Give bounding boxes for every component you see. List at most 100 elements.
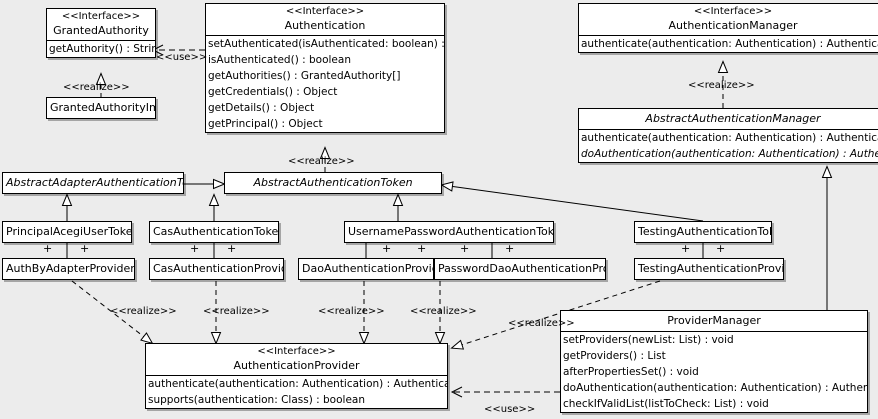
class-abstract-adapter-authentication-token[interactable]: AbstractAdapterAuthenticationToken (2, 172, 184, 194)
operation-row: setProviders(newList: List) : void (563, 334, 734, 346)
class-header: PasswordDaoAuthenticationProvider (435, 259, 605, 279)
edge-label-realize-abstractauthenticationmanager: <<realize>> (688, 80, 755, 91)
operation-row: authenticate(authentication: Authenticat… (581, 38, 878, 50)
class-header: AbstractAuthenticationManager (579, 109, 878, 129)
class-name: DaoAuthenticationProvider (302, 262, 433, 275)
operation-row: isAuthenticated() : boolean (208, 54, 351, 66)
class-authentication-manager[interactable]: <<Interface>> AuthenticationManager auth… (578, 3, 878, 53)
class-name: PrincipalAcegiUserToken (6, 225, 131, 238)
operation-row: getAuthorities() : GrantedAuthority[] (208, 70, 401, 82)
class-name: AuthenticationManager (668, 19, 798, 32)
class-header: AuthByAdapterProvider (3, 259, 134, 279)
assoc-marker-plus: + (80, 242, 90, 255)
operations-compartment: authenticate(authentication: Authenticat… (579, 130, 878, 162)
class-header: TestingAuthenticationToken (635, 222, 771, 242)
section-divider (579, 35, 878, 36)
class-header: <<Interface>> Authentication (206, 4, 444, 35)
class-header: AbstractAdapterAuthenticationToken (3, 173, 183, 193)
edge-label-realize-abstractauthenticationtoken: <<realize>> (288, 156, 355, 167)
class-authentication[interactable]: <<Interface>> Authentication setAuthenti… (205, 3, 445, 133)
class-header: DaoAuthenticationProvider (299, 259, 433, 279)
class-header: GrantedAuthorityImpl (47, 98, 155, 118)
class-name: AbstractAuthenticationToken (253, 176, 413, 189)
operation-row: doAuthentication(authentication: Authent… (581, 148, 878, 160)
operation-row: supports(authentication: Class) : boolea… (148, 394, 365, 406)
edge-label-realize-passworddaoauthenticationprovider: <<realize>> (410, 306, 477, 317)
class-name: AuthenticationProvider (233, 359, 360, 372)
class-name: AuthByAdapterProvider (6, 262, 134, 275)
stereotype-label: <<Interface>> (693, 6, 773, 17)
section-divider (579, 129, 878, 130)
operations-compartment: authenticate(authentication: Authenticat… (146, 376, 447, 408)
stereotype-label: <<Interface>> (285, 6, 365, 17)
class-name: TestingAuthenticationProvider (638, 262, 783, 275)
class-granted-authority-impl[interactable]: GrantedAuthorityImpl (46, 97, 156, 119)
operations-compartment: authenticate(authentication: Authenticat… (579, 36, 878, 52)
operation-row: checkIfValidList(listToCheck: List) : vo… (563, 398, 769, 410)
operation-row: doAuthentication(authentication: Authent… (563, 382, 867, 394)
operation-row: getAuthority() : String (49, 43, 155, 55)
stereotype-label: <<Interface>> (257, 346, 336, 357)
edge-label-use-providermanager-authenticationprovider: <<use>> (484, 404, 536, 415)
section-divider (561, 331, 867, 332)
operation-row: getPrincipal() : Object (208, 118, 323, 130)
class-auth-by-adapter-provider[interactable]: AuthByAdapterProvider (2, 258, 135, 280)
assoc-marker-plus: + (505, 242, 515, 255)
edge-label-realize-daoauthenticationprovider: <<realize>> (318, 306, 385, 317)
class-principal-acegi-user-token[interactable]: PrincipalAcegiUserToken (2, 221, 132, 243)
operation-row: authenticate(authentication: Authenticat… (148, 378, 447, 390)
edge-label-use-authentication-grantedauthority: <<use>> (156, 52, 208, 63)
class-header: PrincipalAcegiUserToken (3, 222, 131, 242)
edge-label-realize-casauthenticationprovider: <<realize>> (203, 306, 270, 317)
class-provider-manager[interactable]: ProviderManager setProviders(newList: Li… (560, 310, 868, 413)
operations-compartment: setProviders(newList: List) : void getPr… (561, 332, 867, 412)
operation-row: afterPropertiesSet() : void (563, 366, 699, 378)
operation-row: getDetails() : Object (208, 102, 315, 114)
class-header: AbstractAuthenticationToken (225, 173, 441, 193)
class-header: <<Interface>> AuthenticationProvider (146, 344, 447, 375)
assoc-marker-plus: + (382, 242, 392, 255)
section-divider (146, 375, 447, 376)
class-name: ProviderManager (667, 314, 761, 327)
class-authentication-provider[interactable]: <<Interface>> AuthenticationProvider aut… (145, 343, 448, 409)
class-username-password-authentication-token[interactable]: UsernamePasswordAuthenticationToken (344, 221, 554, 243)
operation-row: setAuthenticated(isAuthenticated: boolea… (208, 38, 444, 50)
class-name: CasAuthenticationProvider (153, 262, 283, 275)
class-testing-authentication-token[interactable]: TestingAuthenticationToken (634, 221, 772, 243)
assoc-marker-plus: + (716, 242, 726, 255)
class-cas-authentication-token[interactable]: CasAuthenticationToken (149, 221, 279, 243)
assoc-marker-plus: + (460, 242, 470, 255)
edge-label-realize-testingauthenticationprovider: <<realize>> (508, 318, 575, 329)
class-name: UsernamePasswordAuthenticationToken (348, 225, 553, 238)
class-abstract-authentication-manager[interactable]: AbstractAuthenticationManager authentica… (578, 108, 878, 163)
class-dao-authentication-provider[interactable]: DaoAuthenticationProvider (298, 258, 434, 280)
class-header: CasAuthenticationProvider (150, 259, 283, 279)
class-granted-authority[interactable]: <<Interface>> GrantedAuthority getAuthor… (46, 8, 156, 58)
assoc-marker-plus: + (227, 242, 237, 255)
class-name: GrantedAuthority (53, 24, 149, 37)
class-header: TestingAuthenticationProvider (635, 259, 783, 279)
section-divider (47, 40, 155, 41)
assoc-marker-plus: + (190, 242, 200, 255)
class-cas-authentication-provider[interactable]: CasAuthenticationProvider (149, 258, 284, 280)
operation-row: getCredentials() : Object (208, 86, 338, 98)
class-testing-authentication-provider[interactable]: TestingAuthenticationProvider (634, 258, 784, 280)
operations-compartment: getAuthority() : String (47, 41, 155, 57)
class-password-dao-authentication-provider[interactable]: PasswordDaoAuthenticationProvider (434, 258, 606, 280)
class-name: CasAuthenticationToken (153, 225, 278, 238)
class-name: PasswordDaoAuthenticationProvider (438, 262, 605, 275)
class-name: AbstractAdapterAuthenticationToken (6, 176, 183, 189)
edge-label-realize-grantedauthorityimpl: <<realize>> (63, 82, 130, 93)
class-header: <<Interface>> GrantedAuthority (47, 9, 155, 40)
class-header: CasAuthenticationToken (150, 222, 278, 242)
assoc-marker-plus: + (417, 242, 427, 255)
assoc-marker-plus: + (681, 242, 691, 255)
stereotype-label: <<Interface>> (61, 11, 141, 22)
class-header: <<Interface>> AuthenticationManager (579, 4, 878, 35)
class-abstract-authentication-token[interactable]: AbstractAuthenticationToken (224, 172, 442, 194)
edge-generalization-testingauthenticationtoken (440, 181, 704, 222)
class-name: Authentication (284, 19, 366, 32)
class-name: GrantedAuthorityImpl (50, 101, 155, 114)
class-header: ProviderManager (561, 311, 867, 331)
